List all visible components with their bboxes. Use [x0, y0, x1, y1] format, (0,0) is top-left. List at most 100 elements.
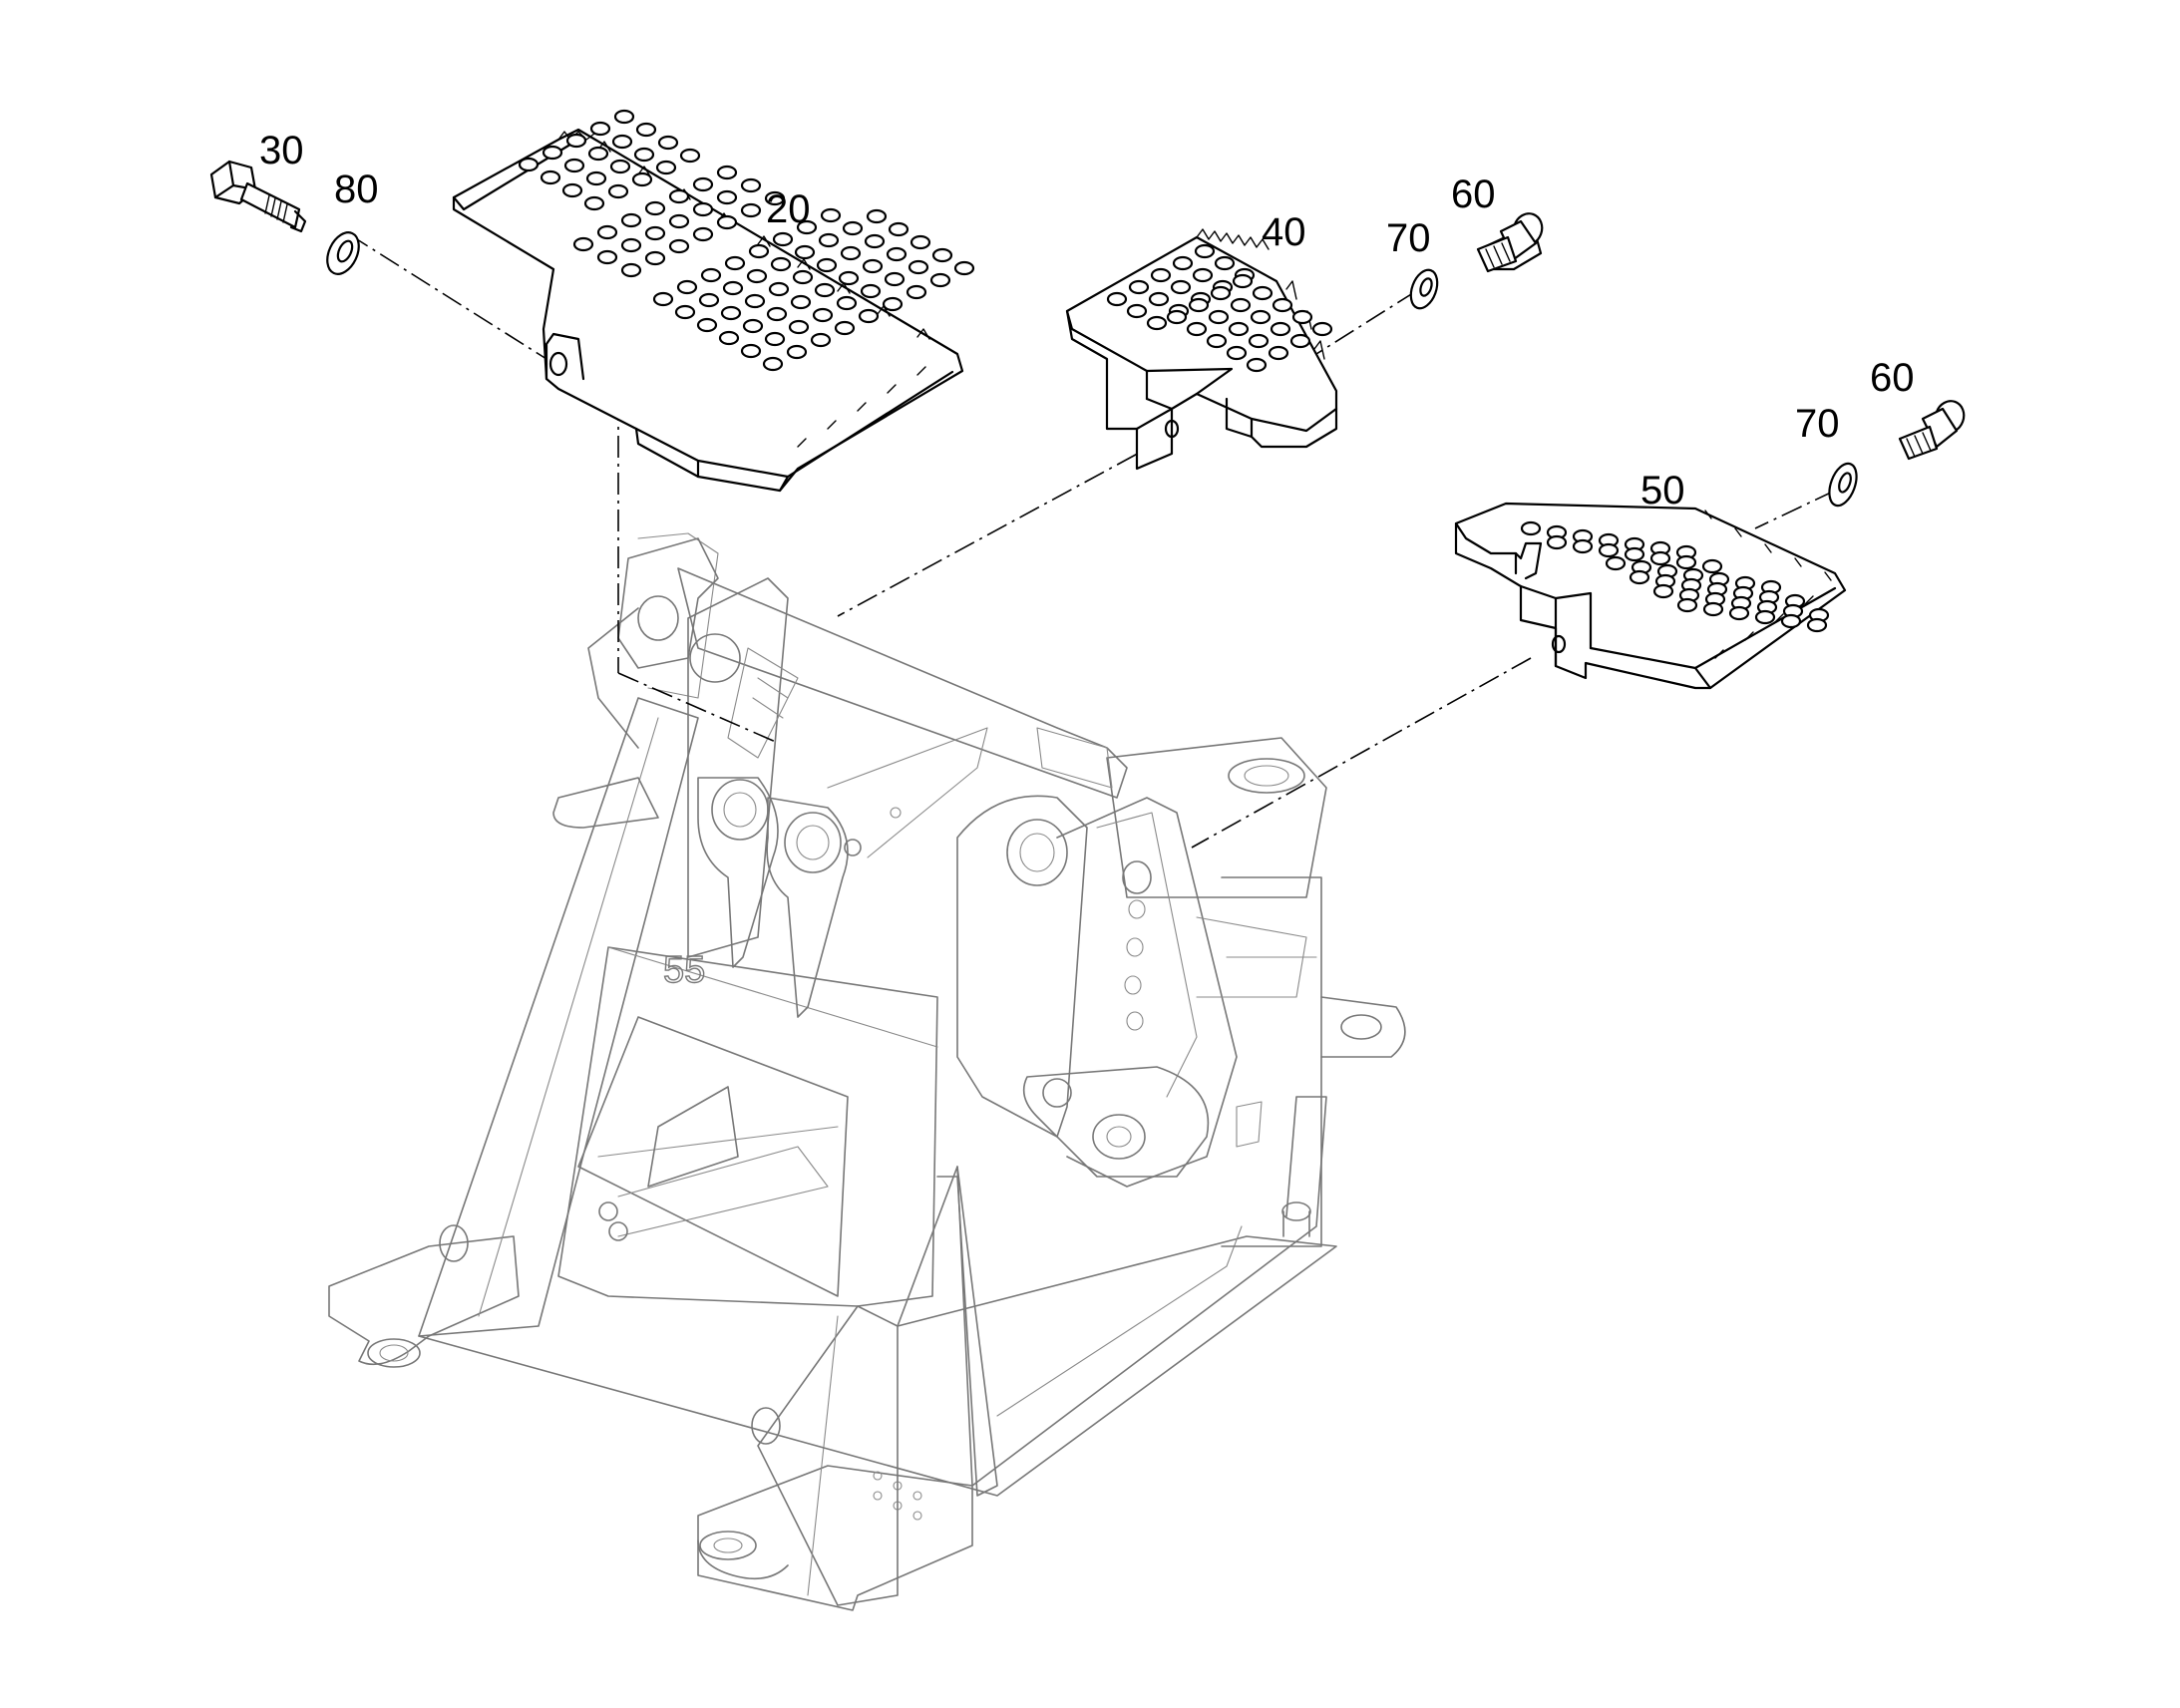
perforation-hole — [692, 176, 714, 192]
perforation-hole — [563, 158, 585, 173]
perforation-hole — [1754, 609, 1776, 625]
part-80-washer[interactable] — [321, 227, 365, 279]
perforation-hole — [635, 122, 657, 138]
step-plate-holes — [518, 109, 975, 372]
perforation-hole — [790, 294, 812, 310]
perforation-hole — [609, 159, 631, 174]
perforation-hole — [565, 133, 587, 149]
perforation-hole — [1186, 321, 1208, 337]
perforation-hole — [746, 268, 768, 284]
assembly-leader-lines — [348, 233, 1836, 849]
loader-front-frame: 55 — [328, 532, 1406, 1611]
perforation-hole — [1170, 279, 1192, 295]
perforation-hole — [1728, 605, 1750, 621]
part-60-bolt-upper[interactable] — [1476, 209, 1547, 273]
perforation-hole — [884, 271, 906, 287]
perforation-hole — [860, 283, 882, 299]
perforation-hole — [812, 307, 834, 323]
perforation-hole — [886, 246, 908, 262]
perforation-hole — [1270, 321, 1291, 337]
perforation-hole — [652, 291, 674, 307]
perforation-hole — [696, 317, 718, 333]
perforation-hole — [836, 295, 858, 311]
perforation-hole — [1150, 267, 1172, 283]
perforation-hole — [764, 190, 786, 206]
perforation-hole — [1128, 279, 1150, 295]
perforation-hole — [768, 281, 790, 297]
perforation-hole — [1230, 297, 1252, 313]
callout-60-upper: 60 — [1451, 172, 1496, 216]
perforation-hole — [953, 260, 975, 276]
perforation-hole — [1520, 520, 1542, 536]
perforation-hole — [840, 245, 862, 261]
perforation-hole — [644, 200, 666, 216]
perforation-hole — [724, 255, 746, 271]
perforation-hole — [908, 259, 929, 275]
perforation-hole — [620, 237, 642, 253]
perforation-hole — [1228, 321, 1250, 337]
part-60-bolt-lower[interactable] — [1898, 397, 1969, 461]
perforation-hole — [818, 232, 840, 248]
perforation-hole — [572, 236, 594, 252]
perforation-hole — [716, 214, 738, 230]
perforation-hole — [1289, 333, 1311, 349]
perforation-hole — [740, 177, 762, 193]
perforation-hole — [1598, 542, 1620, 558]
perforation-hole — [698, 292, 720, 308]
callout-60-lower: 60 — [1870, 356, 1915, 400]
perforation-hole — [620, 262, 642, 278]
perforation-hole — [540, 170, 561, 185]
perforation-hole — [631, 171, 653, 187]
perforation-hole — [679, 148, 701, 164]
perforation-hole — [655, 160, 677, 175]
perforation-hole — [722, 280, 744, 296]
part-20-large-step-plate[interactable] — [452, 109, 975, 493]
perforation-hole — [766, 306, 788, 322]
perforation-hole — [888, 221, 909, 237]
perforation-hole — [1188, 297, 1210, 313]
perforation-hole — [518, 157, 540, 172]
perforation-hole — [1146, 315, 1168, 331]
perforation-hole — [838, 270, 860, 286]
part-50-step-plate[interactable] — [1454, 502, 1847, 690]
perforation-hole — [611, 134, 633, 150]
perforation-hole — [644, 225, 666, 241]
perforation-hole — [1629, 569, 1650, 585]
perforation-hole — [834, 320, 856, 336]
part-30-hex-bolt[interactable] — [209, 160, 307, 233]
callout-80: 80 — [334, 168, 379, 211]
perforation-hole — [858, 308, 880, 324]
perforation-hole — [740, 343, 762, 359]
perforation-hole — [1702, 601, 1724, 617]
callout-20: 20 — [766, 187, 811, 231]
callout-40: 40 — [1262, 210, 1306, 254]
perforation-hole — [1675, 554, 1697, 570]
part-70-washer-lower[interactable] — [1824, 460, 1862, 510]
perforation-hole — [676, 279, 698, 295]
callout-labels: 30 80 20 40 70 60 70 60 50 — [259, 129, 1915, 512]
perforation-hole — [720, 305, 742, 321]
part-40-step-plate[interactable] — [1065, 228, 1338, 471]
perforation-hole — [644, 250, 666, 266]
part-70-washer-upper[interactable] — [1406, 266, 1442, 312]
perforation-hole — [864, 233, 886, 249]
perforation-hole — [1206, 333, 1228, 349]
perforation-hole — [1192, 267, 1214, 283]
perforation-hole — [718, 330, 740, 346]
perforation-hole — [1676, 597, 1698, 613]
perforation-hole — [674, 304, 696, 320]
perforation-hole — [1291, 309, 1313, 325]
perforation-hole — [1268, 345, 1289, 361]
perforation-hole — [561, 182, 583, 198]
perforation-hole — [1208, 309, 1230, 325]
perforation-hole — [589, 121, 611, 137]
perforation-hole — [820, 207, 842, 223]
perforation-hole — [931, 247, 953, 263]
perforation-hole — [1311, 321, 1333, 337]
perforation-hole — [740, 202, 762, 218]
perforation-hole — [1546, 534, 1568, 550]
perforation-hole — [1780, 613, 1802, 629]
perforation-hole — [1572, 538, 1594, 554]
perforation-hole — [770, 256, 792, 272]
